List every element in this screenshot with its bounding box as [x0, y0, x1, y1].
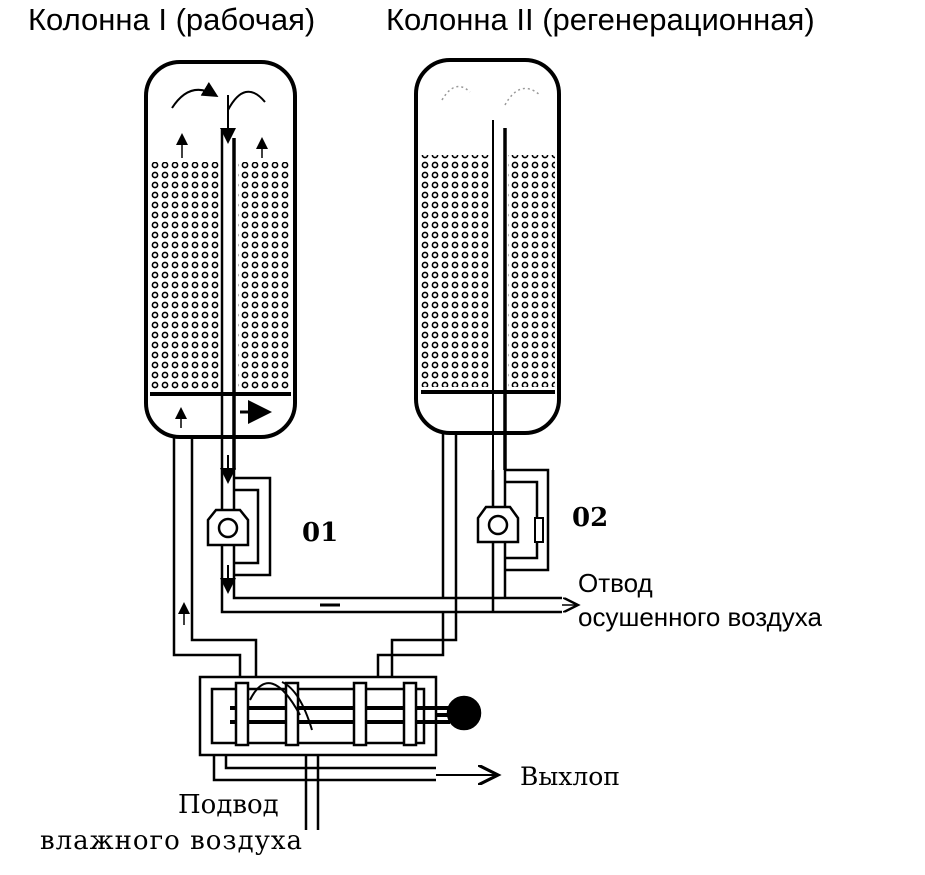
column-1-title: Колонна I (рабочая) — [28, 2, 316, 37]
valve-02-label: 02 — [572, 503, 609, 533]
valve-01 — [206, 508, 250, 547]
valve-handle-knob — [446, 695, 482, 731]
valve-02 — [476, 505, 544, 544]
flow-arrow-icon — [171, 81, 219, 109]
column-2 — [414, 58, 561, 470]
inlet-label-line1: Подвод — [178, 790, 279, 820]
exhaust-label: Выхлоп — [520, 762, 620, 791]
inlet-label-line2: влажного воздуха — [40, 826, 304, 856]
column-1-adsorbent-left — [150, 162, 220, 390]
outlet-label-line2: осушенного воздуха — [578, 602, 822, 632]
column-2-title: Колонна II (регенерационная) — [386, 2, 815, 37]
outlet-label-line1: Отвод — [578, 568, 653, 598]
switching-valve — [198, 675, 498, 830]
column-2-adsorbent-left — [421, 155, 489, 387]
column-1-adsorbent-right — [238, 162, 291, 390]
flow-arrow-icon — [227, 90, 266, 111]
column-2-adsorbent-right — [508, 155, 555, 387]
valve-01-label: 01 — [302, 518, 339, 548]
column-1 — [144, 60, 297, 470]
pipes-column-2 — [376, 433, 578, 680]
